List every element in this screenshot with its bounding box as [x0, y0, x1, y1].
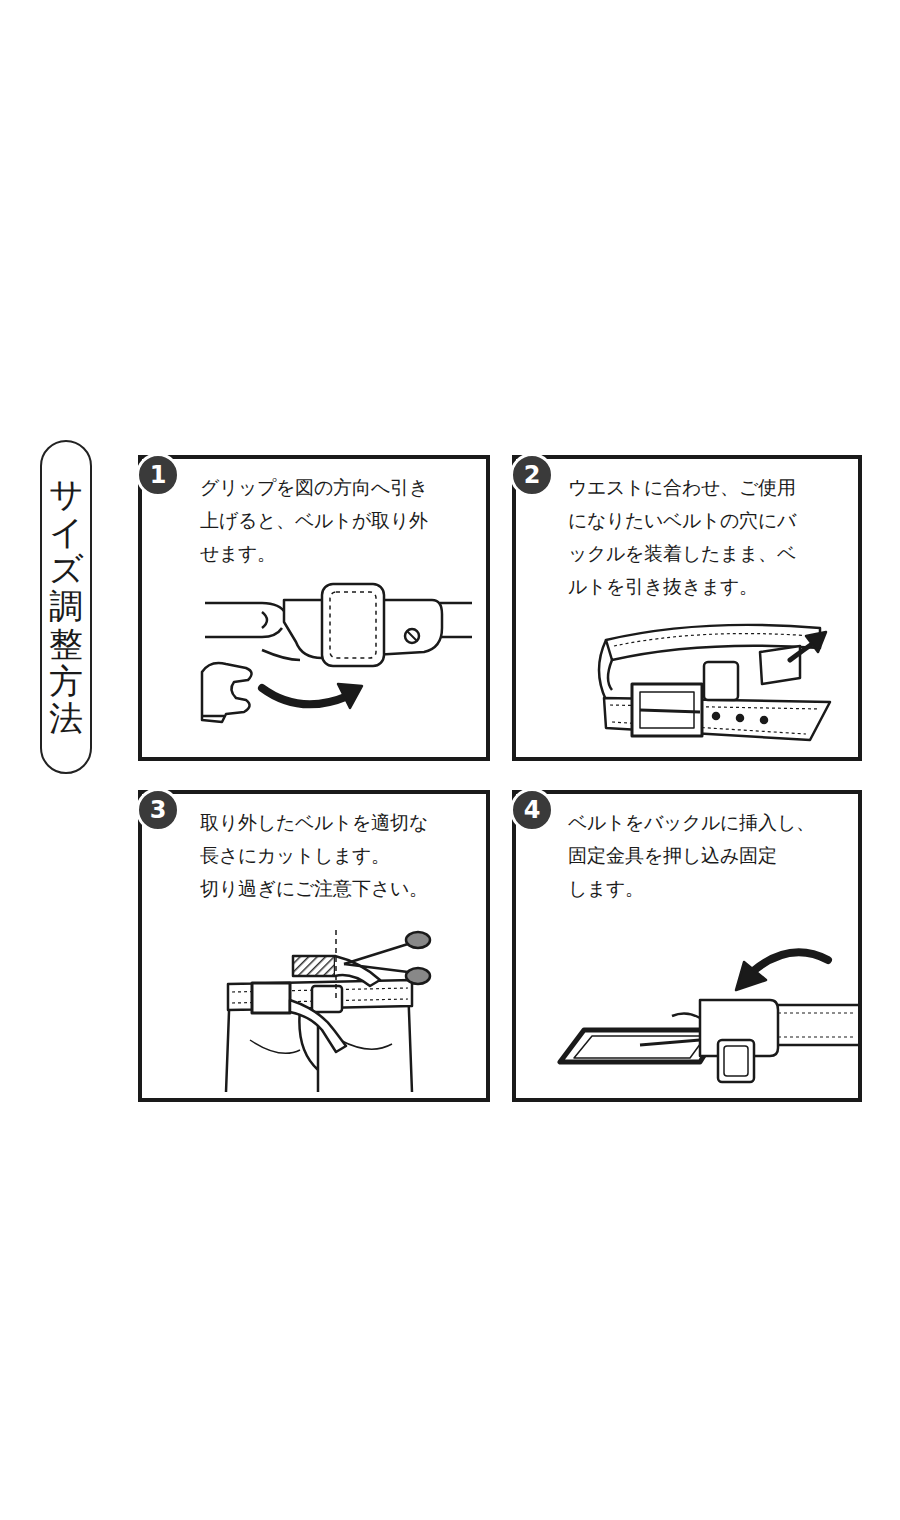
step-number-badge: 4	[510, 788, 554, 832]
buckle-illustration	[560, 952, 858, 1082]
step-number-badge: 1	[136, 453, 180, 497]
cut-illustration-part	[406, 932, 430, 948]
belt-illustration-part	[599, 640, 606, 700]
cut-illustration-part	[312, 986, 342, 1012]
step-panel: グリップを図の方向へ引き 上げると、ベルトが取り外 せます。 1	[138, 455, 490, 761]
buckle-illustration-part	[574, 1036, 706, 1058]
grip-illustration-part	[322, 584, 384, 666]
grip-illustration-part	[330, 592, 376, 658]
grip-illustration-part	[405, 629, 419, 643]
grip-illustration	[202, 584, 472, 722]
step-panel: ウエストに合わせ、ご使用 になりたいベルトの穴にバ ックルを装着したまま、ベ ル…	[512, 455, 862, 761]
belt-illustration-part	[713, 713, 719, 719]
vertical-heading: サイズ調整方法	[49, 476, 83, 738]
buckle-illustration-part	[672, 1013, 700, 1018]
cut-illustration-part	[293, 956, 335, 976]
grip-illustration-part	[262, 688, 348, 704]
step-instruction: ウエストに合わせ、ご使用 になりたいベルトの穴にバ ックルを装着したまま、ベ ル…	[568, 471, 854, 603]
cut-illustration-part	[344, 944, 408, 964]
step-number-badge: 2	[510, 453, 554, 497]
grip-illustration-part	[262, 650, 300, 660]
belt-illustration-part	[760, 646, 800, 684]
step-instruction: グリップを図の方向へ引き 上げると、ベルトが取り外 せます。	[200, 471, 484, 570]
belt-illustration-part	[737, 715, 743, 721]
step-instruction: ベルトをバックルに挿入し、 固定金具を押し込み固定 します。	[568, 806, 858, 905]
belt-illustration-part	[614, 634, 812, 646]
step-number: 2	[524, 463, 541, 487]
step-number-badge: 3	[136, 788, 180, 832]
cut-illustration-part	[250, 1040, 392, 1053]
cut-illustration-part	[252, 983, 290, 1013]
cut-illustration-part	[335, 930, 337, 1000]
buckle-illustration-part	[736, 962, 766, 990]
step-instruction: 取り外したベルトを適切な 長さにカットします。 切り過ぎにご注意下さい。	[200, 806, 484, 905]
belt-illustration-part	[632, 684, 702, 736]
belt-illustration	[599, 625, 830, 740]
step-panel: 取り外したベルトを適切な 長さにカットします。 切り過ぎにご注意下さい。 3	[138, 790, 490, 1102]
belt-illustration-part	[704, 662, 738, 700]
grip-illustration-part	[205, 603, 286, 637]
buckle-illustration-part	[718, 1040, 754, 1082]
cut-illustration-part	[290, 1000, 346, 1052]
heading-pill: サイズ調整方法	[40, 440, 92, 774]
cut-illustration	[226, 930, 430, 1092]
cut-illustration-part	[406, 968, 430, 984]
step-number: 3	[150, 798, 167, 822]
grip-illustration-part	[262, 612, 267, 628]
buckle-illustration-part	[752, 952, 828, 972]
belt-illustration-part	[608, 660, 612, 690]
belt-illustration-part	[806, 632, 826, 652]
grip-illustration-part	[202, 663, 252, 722]
step-number: 4	[524, 798, 541, 822]
step-panel: ベルトをバックルに挿入し、 固定金具を押し込み固定 します。 4	[512, 790, 862, 1102]
step-number: 1	[150, 463, 167, 487]
buckle-illustration-part	[640, 1040, 700, 1045]
buckle-illustration-part	[724, 1046, 748, 1076]
grip-illustration-part	[440, 603, 472, 637]
belt-illustration-part	[640, 710, 700, 712]
buckle-illustration-part	[560, 1030, 720, 1062]
grip-illustration-part	[202, 715, 224, 718]
belt-illustration-part	[761, 717, 767, 723]
grip-illustration-part	[407, 631, 417, 641]
grip-illustration-part	[338, 684, 362, 708]
cut-illustration-part	[344, 964, 408, 972]
